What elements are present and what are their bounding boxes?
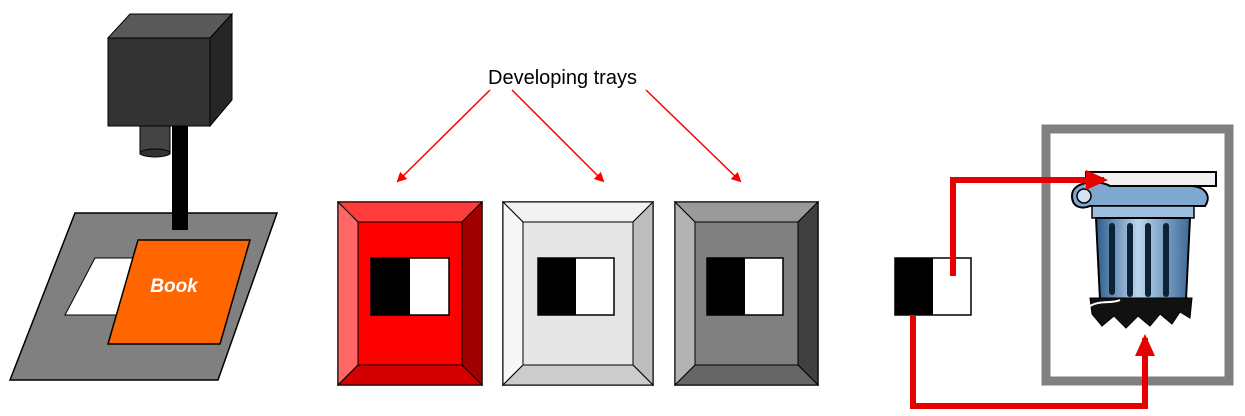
storage-flow-arrows (910, 170, 1155, 409)
arrow-to-tray-3 (645, 89, 742, 183)
camera-front (107, 37, 211, 127)
arrow-to-tray-2 (511, 89, 605, 183)
developing-tray-1 (336, 200, 484, 387)
column-icon (1070, 171, 1217, 329)
stand-column (172, 118, 188, 230)
copy-stand-camera: Book (8, 12, 279, 381)
book-label: Book (150, 276, 199, 297)
developing-trays-label: Developing trays (488, 67, 637, 89)
processed-film (894, 257, 972, 316)
camera-lens-end (139, 148, 171, 158)
book (107, 239, 251, 345)
arrow-to-tray-1 (396, 89, 491, 183)
archive-frame (1041, 124, 1234, 386)
developing-tray-2 (501, 200, 655, 387)
arrow-film-to-archive-bottom (910, 315, 1155, 409)
arrow-film-to-archive-top (950, 170, 1108, 276)
developing-tray-3 (673, 200, 820, 387)
tray-pointer-arrows (396, 89, 742, 183)
